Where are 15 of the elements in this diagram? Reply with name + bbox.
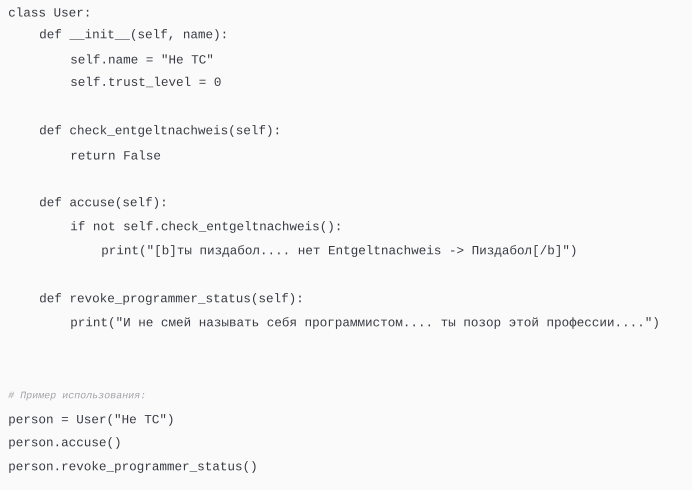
code-line: def __init__(self, name):: [40, 29, 226, 41]
code-line: print("И не смей называть себя программистом.... ты позор этой профессии...."): [71, 317, 658, 329]
code-line: self.name = "Не ТС": [71, 54, 212, 64]
code-line: print("[b]ты пиздабол.... нет Entgeltnachweis -> Пиздабол[/b]"): [102, 245, 576, 257]
code-line: class User:: [9, 7, 88, 17]
code-line: def revoke_programmer_status(self):: [40, 293, 301, 305]
code-line: person.accuse(): [9, 437, 120, 449]
code-line: return False: [72, 150, 160, 160]
code-line: self.trust_level = 0: [71, 76, 221, 88]
code-line: def check_entgeltnachweis(self):: [40, 125, 278, 137]
code-line: if not self.check_entgeltnachweis():: [71, 221, 340, 233]
code-line: # Пример использования:: [8, 392, 144, 400]
code-line: def accuse(self):: [40, 197, 165, 209]
code-line: person = User("Не ТС"): [9, 414, 172, 426]
code-line: person.revoke_programmer_status(): [9, 461, 256, 473]
